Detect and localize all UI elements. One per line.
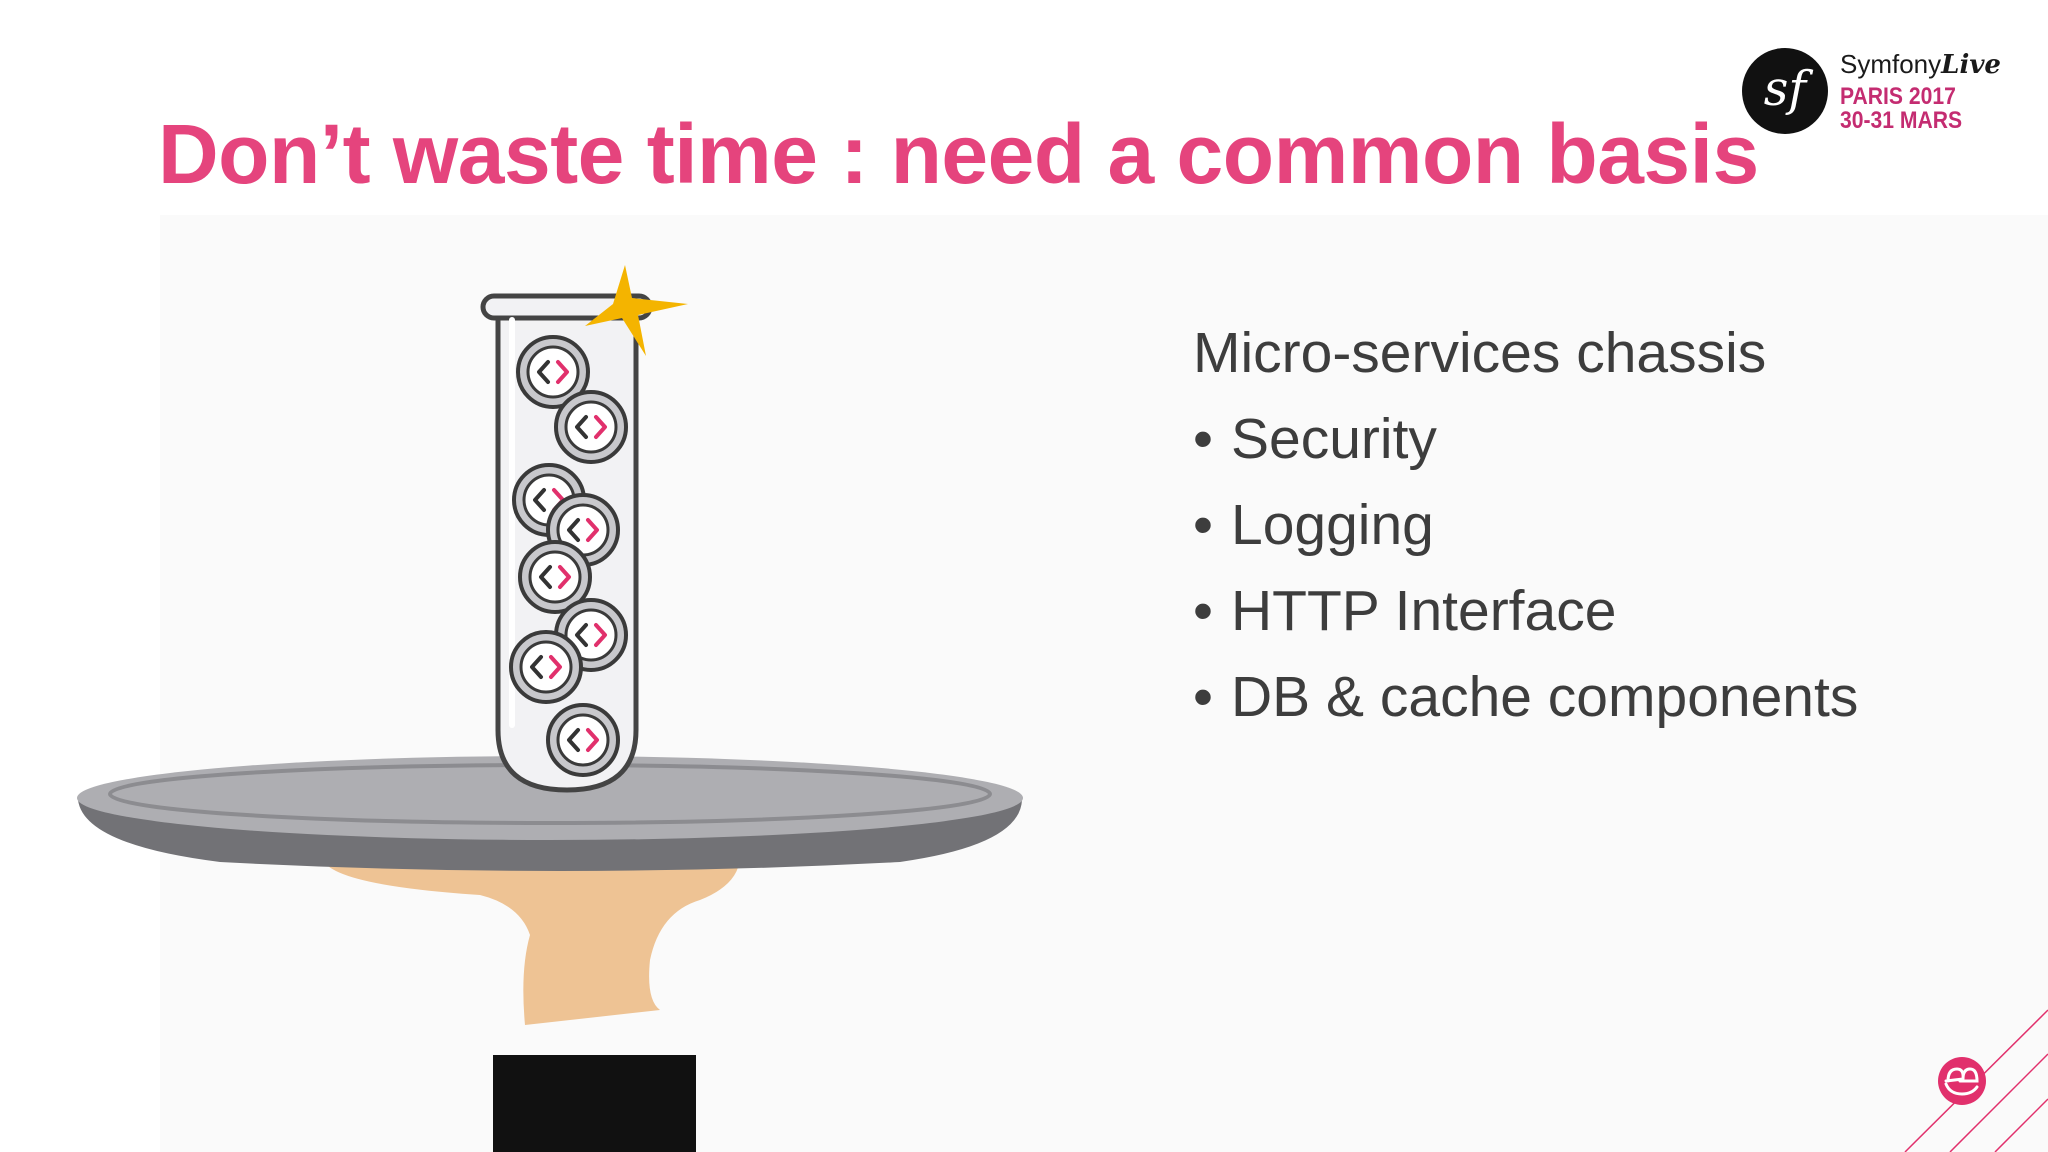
list-item-text: HTTP Interface [1231,579,1617,643]
event-dates: 30-31 MARS [1840,107,1963,134]
code-chips [509,335,628,777]
bullet-list: • Security • Logging • HTTP Interface • DB &… [1193,396,1858,740]
brand-live: Live [1941,50,2001,80]
brand-name: SymfonyLive [1840,49,2001,80]
list-item: • Security [1193,396,1858,482]
bullet-icon: • [1193,493,1213,557]
event-city-year: PARIS 2017 [1840,83,1956,110]
content-panel [160,215,2048,1152]
feature-list: Micro-services chassis • Security • Loggin… [1193,310,1858,740]
bullet-icon: • [1193,665,1213,729]
code-chip-icon [554,390,628,464]
sleeve [493,1055,696,1152]
code-chip-icon [509,630,583,704]
company-badge-icon [1938,1057,1986,1105]
tray-icon [77,756,1023,871]
waiter-hand-icon [322,858,740,1152]
brand-main: Symfony [1840,49,1942,79]
corner-decoration [1904,1009,2048,1152]
slide-title: Don’t waste time : need a common basis [158,107,1759,201]
list-item: • Logging [1193,482,1858,568]
code-chip-icon [516,335,590,409]
list-item-text: Logging [1231,493,1434,557]
list-heading: Micro-services chassis [1193,321,1767,385]
code-chip-icon [518,540,592,614]
symfony-monogram-icon: sf [1742,48,1828,134]
star-sparkle-icon [585,265,688,356]
bullet-icon: • [1193,407,1213,471]
diagonal-line [1994,1098,2048,1152]
event-logo: sf SymfonyLive PARIS 2017 30-31 MARS [1742,45,2002,141]
list-item-text: DB & cache components [1231,665,1859,729]
list-item: • DB & cache components [1193,654,1858,740]
list-item-text: Security [1231,407,1437,471]
list-item: • HTTP Interface [1193,568,1858,654]
bullet-icon: • [1193,579,1213,643]
code-chip-icon [546,703,620,777]
diagonal-line [1949,1053,2048,1152]
hand [322,858,740,1025]
waiter-serving-test-tube-illustration [77,265,1023,1152]
